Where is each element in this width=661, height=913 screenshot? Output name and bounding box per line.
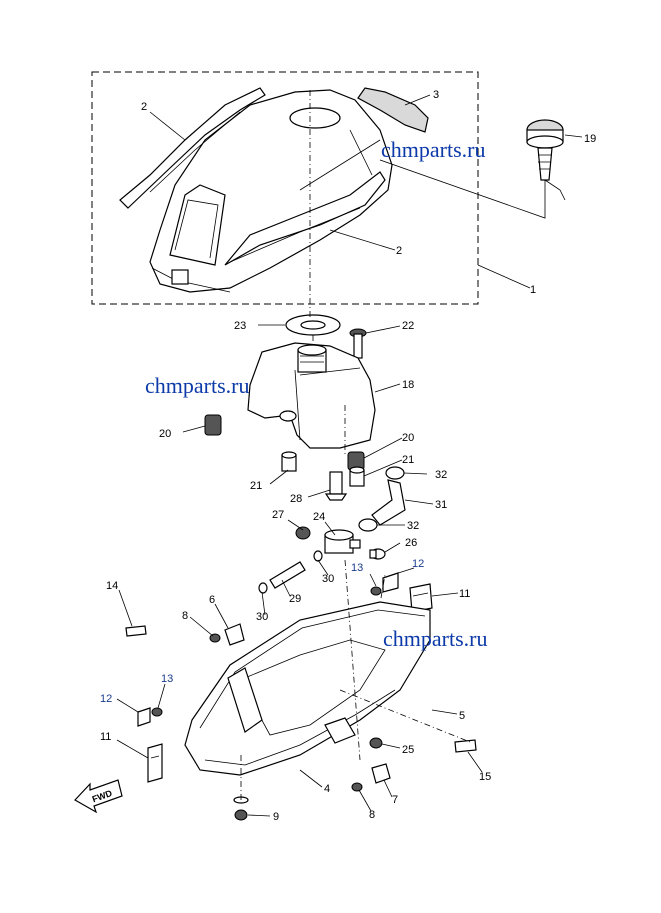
hook-7: [371, 763, 391, 784]
leader-lines: [116, 94, 583, 817]
callout-12: 12: [100, 693, 112, 705]
callout-20: 20: [402, 432, 414, 444]
forward-direction-arrow: FWD: [74, 779, 123, 814]
screw-13-right: [370, 586, 382, 596]
tank-bolt: [349, 328, 367, 359]
bolt-9: [233, 796, 249, 821]
center-lines: [240, 90, 471, 800]
fuel-joint-hose: [269, 561, 306, 589]
callout-5: 5: [459, 710, 465, 722]
collar-right: [349, 466, 365, 487]
callout-7: 7: [392, 794, 398, 806]
latch-11-left: [147, 743, 163, 783]
cowling-stripe-decal: [119, 87, 266, 209]
callout-4: 4: [324, 783, 330, 795]
callout-29: 29: [289, 593, 301, 605]
top-cowling-assembly-box: [91, 71, 479, 305]
watermarks: chmparts.ru chmparts.ru chmparts.ru: [145, 137, 487, 651]
callout-23: 23: [234, 320, 246, 332]
callout-11: 11: [100, 731, 111, 743]
label-14: [125, 625, 147, 637]
screw-8-lower: [351, 782, 363, 792]
screw-13-left: [151, 707, 163, 717]
callout-24: 24: [313, 511, 325, 523]
callout-2: 2: [141, 101, 147, 113]
fuel-hose: [371, 479, 406, 526]
grommet-left: [204, 414, 222, 436]
callout-26: 26: [405, 537, 417, 549]
callout-2: 2: [396, 245, 402, 257]
callout-13: 13: [351, 562, 363, 574]
callout-30: 30: [256, 611, 268, 623]
valve-knob: [295, 526, 311, 540]
callout-18: 18: [402, 379, 414, 391]
callout-9: 9: [273, 811, 279, 823]
callout-8: 8: [369, 809, 375, 821]
plate-12-left: [137, 707, 151, 727]
hose-clip-upper: [385, 466, 405, 480]
watermark-text: chmparts.ru: [383, 626, 487, 651]
watermark-text: chmparts.ru: [381, 137, 485, 162]
bolt-25: [369, 737, 383, 749]
callout-22: 22: [402, 320, 414, 332]
callout-numbers: 2 2 3 1 19 23 22 18 20 20 21 21 28 32 31…: [100, 89, 596, 823]
callout-12: 12: [412, 558, 424, 570]
fuel-tank: [247, 342, 376, 449]
callout-6: 6: [209, 594, 215, 606]
top-cowling: [149, 89, 393, 293]
callout-8: 8: [182, 610, 188, 622]
collar-left: [281, 451, 297, 472]
watermark-text: chmparts.ru: [145, 373, 249, 398]
callout-32: 32: [407, 520, 419, 532]
latch-11-right: [409, 583, 433, 613]
filler-gasket: [285, 314, 341, 336]
hose-clip-lower: [358, 518, 378, 532]
hose-clip-30-right: [313, 550, 323, 562]
callout-13: 13: [161, 673, 173, 685]
callout-20: 20: [159, 428, 171, 440]
emblem-decal: [357, 87, 429, 133]
callout-27: 27: [272, 509, 284, 521]
label-15: [454, 739, 477, 753]
callout-25: 25: [402, 744, 414, 756]
callout-14: 14: [106, 580, 118, 592]
fuel-cap: [379, 119, 566, 219]
callout-19: 19: [584, 133, 596, 145]
fuel-strainer: [324, 471, 348, 501]
callout-30: 30: [322, 573, 334, 585]
hose-clip-30-left: [258, 582, 268, 594]
callout-15: 15: [479, 771, 491, 783]
callout-1: 1: [530, 284, 536, 296]
callout-11: 11: [459, 588, 470, 600]
callout-3: 3: [433, 89, 439, 101]
callout-21: 21: [402, 454, 414, 466]
callout-32: 32: [435, 469, 447, 481]
fuel-cock: [324, 529, 361, 554]
hook-6: [224, 623, 245, 646]
callout-31: 31: [435, 499, 447, 511]
callout-21: 21: [250, 480, 262, 492]
callout-28: 28: [290, 493, 302, 505]
fuel-cock-screw: [369, 548, 386, 560]
bottom-cowling: [184, 601, 431, 776]
